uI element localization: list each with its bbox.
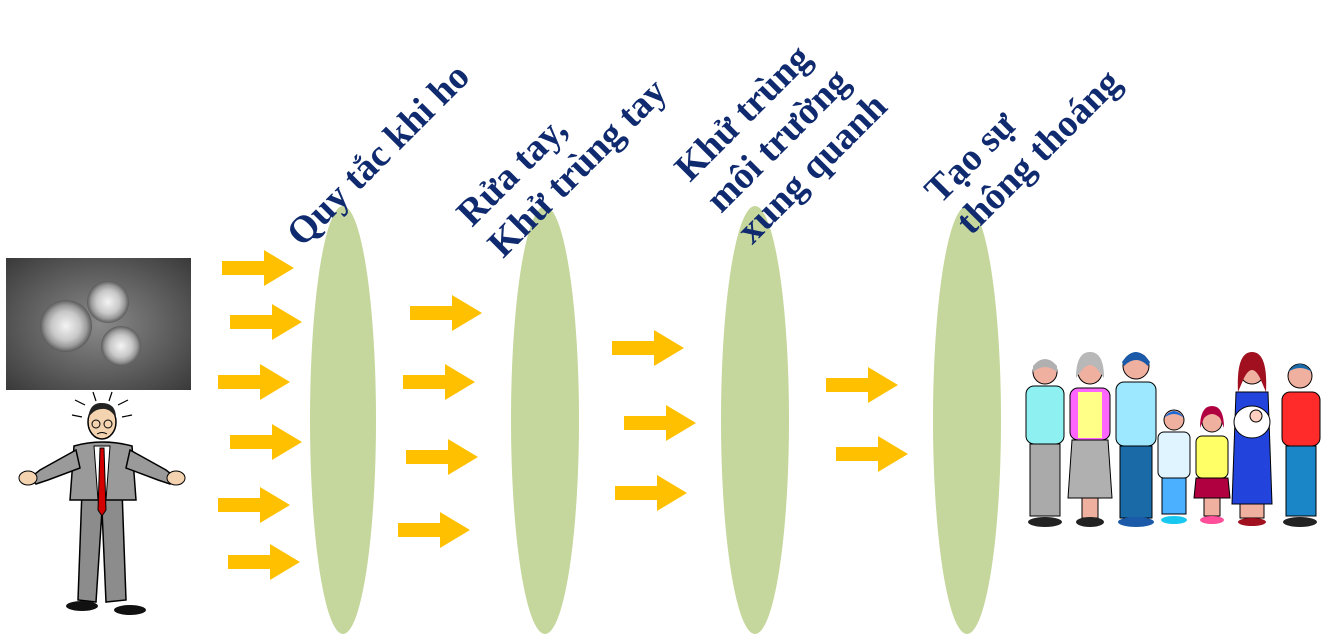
arrow-2-3 (406, 439, 478, 475)
arrow-1-4 (230, 424, 302, 460)
girl-figure (1193, 406, 1231, 524)
label-hand-hygiene: Rửa tay,Khử trùng tay (449, 39, 675, 265)
grandmother-figure (1067, 352, 1113, 527)
arrow-3-1 (612, 330, 684, 366)
arrow-2-2 (403, 364, 475, 400)
arrow-1-3 (218, 364, 290, 400)
worried-man-icon (18, 391, 186, 615)
arrow-4-1 (826, 367, 898, 403)
barrier-cough-etiquette (310, 206, 376, 634)
arrow-3-3 (615, 475, 687, 511)
grandfather-figure (1025, 359, 1065, 527)
virus-micrograph-icon (6, 258, 191, 390)
barrier-ventilation (933, 206, 1001, 634)
arrow-1-5 (218, 487, 290, 523)
label-cough-etiquette-line-1: Quy tắc khi ho (279, 55, 478, 254)
arrow-2-1 (410, 295, 482, 331)
barriers-layer (310, 206, 1001, 634)
label-ventilation: Tạo sựthông thoáng (917, 30, 1129, 242)
arrow-4-2 (836, 436, 908, 472)
arrow-1-6 (228, 544, 300, 580)
arrow-2-4 (398, 512, 470, 548)
teen-figure (1281, 363, 1321, 527)
boy-figure (1157, 409, 1191, 524)
family-group-icon (1025, 352, 1321, 527)
arrow-1-2 (230, 304, 302, 340)
barrier-environment-disinfection (721, 206, 789, 634)
father-figure (1115, 352, 1157, 527)
mother-figure (1231, 352, 1273, 526)
barrier-hand-hygiene (511, 206, 579, 634)
arrow-3-2 (624, 405, 696, 441)
label-environment-disinfection: Khử trùngmôi trườngxung quanh (667, 23, 896, 252)
arrows-layer (218, 250, 908, 580)
label-cough-etiquette: Quy tắc khi ho (279, 55, 478, 254)
arrow-1-1 (222, 250, 294, 286)
